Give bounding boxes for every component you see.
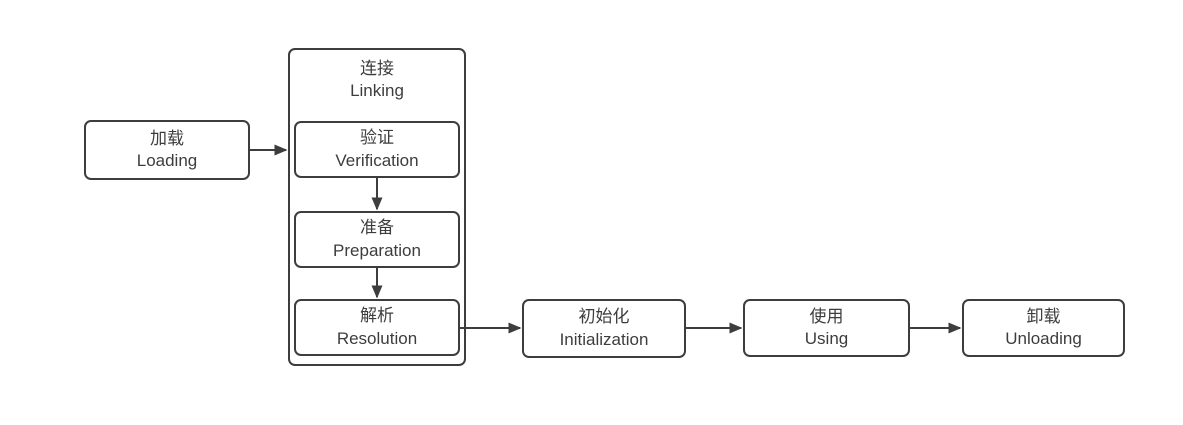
node-loading-label-en: Loading [136,151,198,170]
node-unloading: 卸载 Unloading [962,299,1125,357]
group-linking-label-en: Linking [350,81,404,101]
node-preparation-label-en: Preparation [333,240,421,260]
node-initialization-label-en: Initialization [559,329,649,349]
node-unloading-label-zh: 卸载 [1026,306,1061,326]
node-verification-label-zh: 验证 [360,128,394,148]
node-unloading-label-en: Unloading [1005,329,1082,348]
node-initialization-label-zh: 初始化 [578,307,630,327]
node-loading-label-zh: 加载 [150,128,184,148]
group-linking-label-zh: 连接 [360,59,394,78]
node-using: 使用 Using [743,299,910,357]
node-preparation-label-zh: 准备 [360,218,394,238]
node-using-label-zh: 使用 [809,306,844,326]
node-initialization: 初始化 Initialization [522,299,686,358]
node-resolution: 解析 Resolution [294,299,460,356]
node-using-label-en: Using [804,329,849,348]
node-verification: 验证 Verification [294,121,460,178]
node-resolution-label-en: Resolution [336,328,418,348]
group-linking-title: 连接 Linking [290,58,464,103]
node-resolution-label-zh: 解析 [360,306,394,326]
node-verification-label-en: Verification [335,150,419,170]
node-preparation: 准备 Preparation [294,211,460,268]
node-loading: 加载 Loading [84,120,250,180]
